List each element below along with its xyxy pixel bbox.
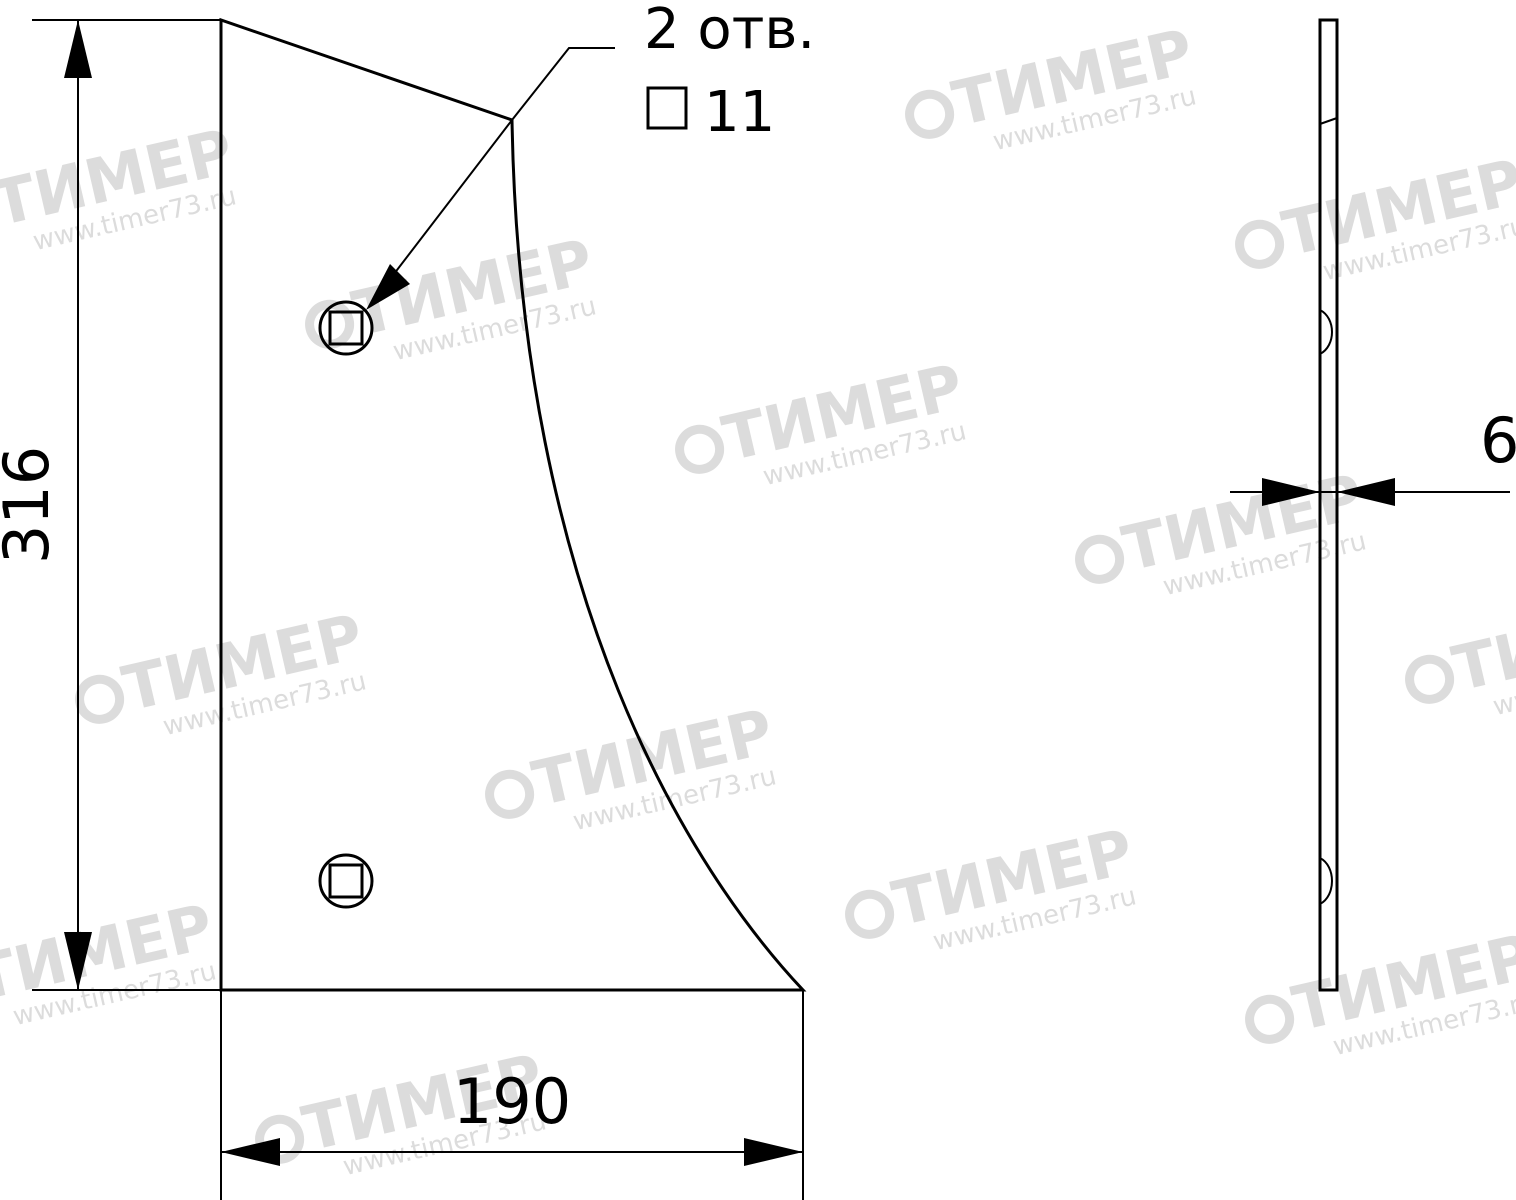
front-view: 2 отв. 11 316 190 (0, 0, 815, 1200)
height-dimension (32, 19, 221, 991)
holes-count-label: 2 отв. (644, 0, 815, 62)
nut-logo-icon (1235, 219, 1285, 269)
nut-logo-icon (75, 674, 125, 724)
nut-logo-icon (675, 424, 725, 474)
nut-logo-icon (845, 889, 895, 939)
watermark-name: ТИМЕР (1446, 580, 1516, 706)
side-view: 6 (1230, 18, 1516, 992)
thickness-dimension (1230, 478, 1510, 506)
holes-size-label: 11 (704, 80, 775, 145)
width-dimension-label: 190 (453, 1065, 571, 1138)
holes-leader (366, 47, 615, 310)
height-dimension-label: 316 (0, 446, 63, 564)
hole-lower (318, 853, 374, 909)
width-dimension (220, 990, 804, 1200)
side-outline (1318, 18, 1339, 992)
nut-logo-icon (1075, 534, 1125, 584)
watermark-layer: ТИМЕРwww.timer73.ruТИМЕРwww.timer73.ruТИ… (0, 15, 1516, 1183)
thickness-dimension-label: 6 (1480, 404, 1516, 477)
nut-logo-icon (485, 769, 535, 819)
part-outline (219, 17, 807, 992)
nut-logo-icon (905, 89, 955, 139)
nut-logo-icon (1245, 994, 1295, 1044)
nut-logo-icon (1405, 654, 1455, 704)
hole-upper (318, 300, 374, 356)
square-symbol-icon (646, 86, 688, 130)
